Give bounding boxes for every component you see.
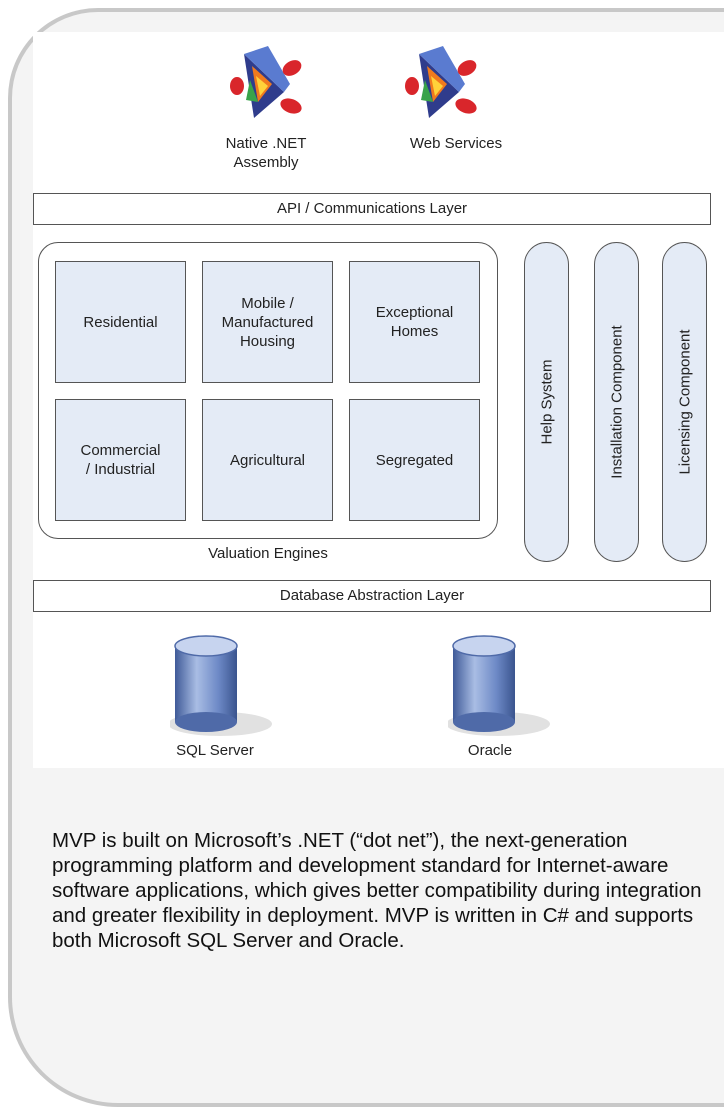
- engine-segregated: Segregated: [349, 399, 480, 521]
- web-services-label: Web Services: [409, 135, 503, 152]
- engine-commercial-industrial: Commercial / Industrial: [55, 399, 186, 521]
- native-net-assembly-label: Native .NET Assembly: [225, 135, 307, 171]
- engine-label: Commercial / Industrial: [80, 442, 161, 478]
- oracle-label: Oracle: [467, 742, 513, 759]
- engine-exceptional-homes: Exceptional Homes: [349, 261, 480, 383]
- help-system-component: Help System: [524, 242, 569, 562]
- engine-residential: Residential: [55, 261, 186, 383]
- engine-label: Exceptional Homes: [375, 304, 454, 340]
- description-paragraph: MVP is built on Microsoft’s .NET (“dot n…: [52, 829, 702, 952]
- engine-mobile-manufactured-housing: Mobile / Manufactured Housing: [202, 261, 333, 383]
- installation-component-label: Installation Component: [608, 325, 625, 479]
- help-system-label: Help System: [538, 359, 555, 445]
- web-services-icon: [405, 46, 477, 118]
- engine-label: Residential: [83, 313, 158, 331]
- database-abstraction-layer: Database Abstraction Layer: [33, 580, 711, 612]
- native-net-assembly-icon: [230, 46, 302, 118]
- engine-label: Mobile / Manufactured Housing: [221, 294, 314, 350]
- installation-component: Installation Component: [594, 242, 639, 562]
- oracle-database-icon: [448, 635, 550, 736]
- licensing-component-label: Licensing Component: [676, 329, 693, 475]
- sql-server-label: SQL Server: [176, 742, 254, 759]
- engine-label: Segregated: [375, 451, 454, 469]
- sql-server-database-icon: [170, 635, 272, 736]
- api-communications-layer: API / Communications Layer: [33, 193, 711, 225]
- engine-agricultural: Agricultural: [202, 399, 333, 521]
- engine-label: Agricultural: [229, 451, 306, 469]
- valuation-engines-label: Valuation Engines: [208, 545, 328, 562]
- licensing-component: Licensing Component: [662, 242, 707, 562]
